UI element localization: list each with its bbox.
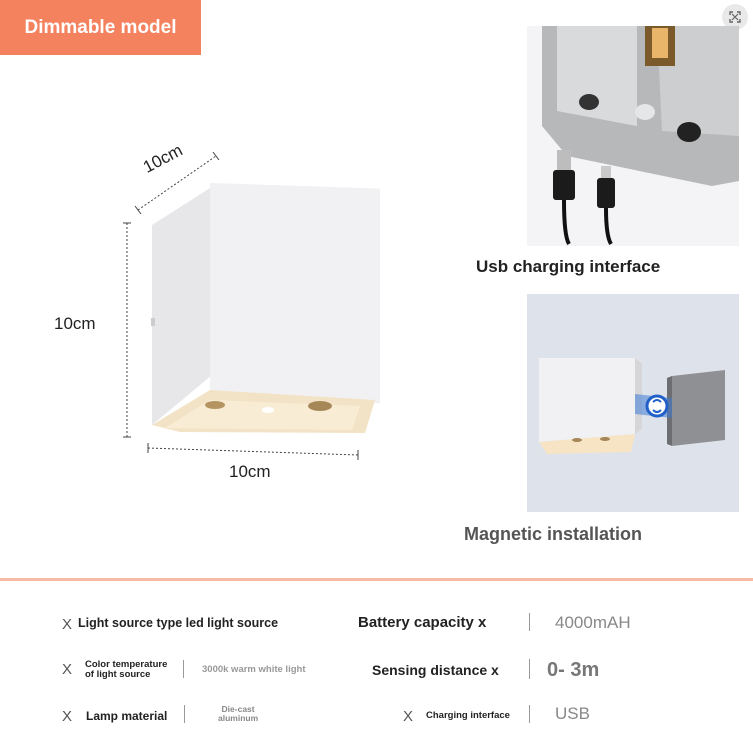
x-mark: X [62, 708, 73, 725]
spec-charging-value: USB [555, 704, 590, 723]
separator [529, 613, 530, 631]
x-mark: X [62, 661, 73, 678]
spec-lamp-material-value-line1: Die-cast [221, 704, 255, 714]
spec-color-temp-label-line1: Color temperature [85, 659, 168, 670]
model-badge-label: Dimmable model [24, 16, 177, 38]
expand-icon[interactable] [722, 4, 748, 30]
dimension-left-label: 10cm [54, 314, 96, 333]
dimension-bottom-label: 10cm [229, 462, 271, 481]
separator [184, 705, 185, 723]
x-mark: X [403, 708, 414, 725]
spec-sensing-value: 0- 3m [547, 659, 600, 681]
spec-light-source: Light source type led light source [78, 616, 279, 630]
x-mark: X [62, 616, 73, 633]
usb-caption: Usb charging interface [476, 257, 661, 276]
spec-lamp-material-value: Die-cast aluminum [218, 705, 258, 723]
spec-charging-label: Charging interface [426, 710, 510, 721]
spec-color-temp-value: 3000k warm white light [202, 664, 306, 675]
spec-battery-label: Battery capacity x [358, 614, 487, 631]
separator [529, 705, 530, 723]
usb-interface-photo [527, 26, 739, 246]
spec-color-temp-label: Color temperature of light source [85, 660, 167, 680]
model-badge: Dimmable model [0, 0, 201, 55]
separator [529, 659, 530, 679]
magnetic-installation-photo [527, 294, 739, 512]
spec-color-temp-label-line2: of light source [85, 669, 151, 680]
spec-lamp-material-value-line2: aluminum [218, 713, 259, 723]
magnetic-caption: Magnetic installation [464, 524, 643, 544]
spec-lamp-material-label: Lamp material [86, 709, 168, 723]
expand-icon-glyph [729, 11, 741, 23]
separator [183, 660, 184, 678]
lamp-cube-image [123, 151, 380, 460]
spec-battery-value: 4000mAH [555, 613, 631, 632]
spec-sensing-label: Sensing distance x [372, 662, 499, 678]
section-divider [0, 578, 753, 581]
